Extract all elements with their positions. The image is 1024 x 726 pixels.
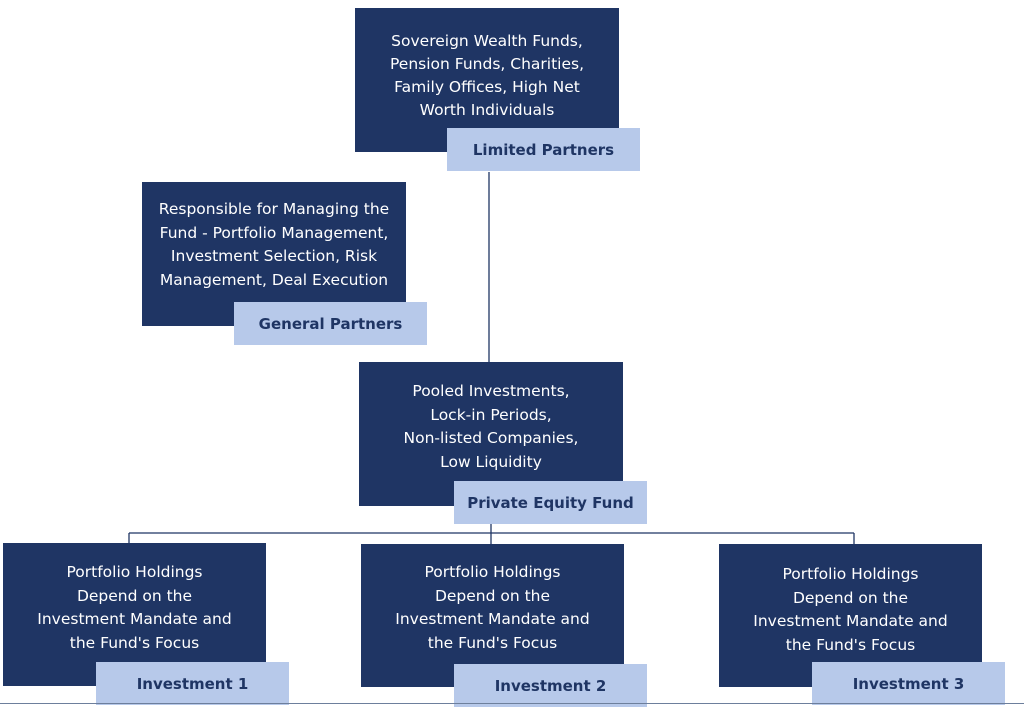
limited-partners-label: Limited Partners	[447, 128, 640, 171]
investment-2-description: Portfolio Holdings Depend on the Investm…	[395, 563, 590, 652]
investment-2-label: Investment 2	[454, 664, 647, 707]
general-partners-description: Responsible for Managing the Fund - Port…	[158, 200, 390, 289]
investment-3-description: Portfolio Holdings Depend on the Investm…	[753, 565, 948, 654]
limited-partners-box: Sovereign Wealth Funds, Pension Funds, C…	[355, 8, 619, 152]
investment-3-label: Investment 3	[812, 662, 1005, 705]
investment-1-description: Portfolio Holdings Depend on the Investm…	[37, 563, 232, 652]
bottom-divider	[0, 703, 1024, 704]
investment-1-label: Investment 1	[96, 662, 289, 705]
investment-2-box: Portfolio Holdings Depend on the Investm…	[361, 544, 624, 687]
investment-3-box: Portfolio Holdings Depend on the Investm…	[719, 544, 982, 687]
limited-partners-description: Sovereign Wealth Funds, Pension Funds, C…	[390, 32, 584, 119]
private-equity-fund-label: Private Equity Fund	[454, 481, 647, 524]
general-partners-label: General Partners	[234, 302, 427, 345]
private-equity-fund-description: Pooled Investments, Lock-in Periods, Non…	[403, 382, 579, 471]
